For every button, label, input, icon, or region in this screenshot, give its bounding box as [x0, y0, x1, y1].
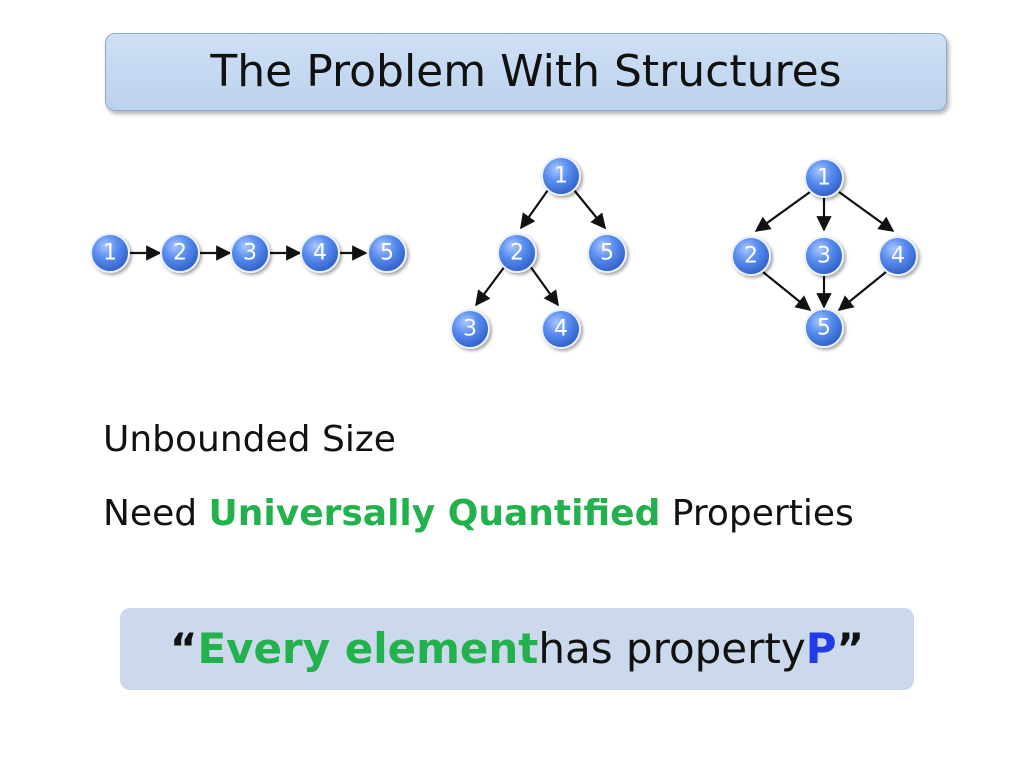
svg-text:2: 2	[510, 241, 524, 266]
list-node-3: 3	[230, 233, 270, 273]
quote-close-mark: ”	[836, 624, 865, 673]
tree-node-2: 2	[497, 233, 537, 273]
dag-edge-2-5	[762, 271, 812, 311]
dag-node-5: 5	[804, 308, 844, 348]
tree-edge-2-4	[529, 265, 559, 307]
bullet-unbounded-size: Unbounded Size	[103, 422, 396, 458]
svg-text:5: 5	[380, 241, 394, 266]
list-node-2: 2	[160, 233, 200, 273]
svg-text:3: 3	[817, 244, 831, 269]
quote-box: “Every element has property P”	[120, 608, 914, 690]
quote-middle: has property	[538, 624, 806, 673]
svg-text:2: 2	[173, 241, 187, 266]
tree-edge-1-2	[520, 189, 549, 230]
bullet-1-text: Unbounded Size	[103, 419, 396, 460]
svg-text:4: 4	[891, 244, 905, 269]
tree-node-5: 5	[587, 233, 627, 273]
dag-edge-1-2	[754, 191, 811, 232]
tree-edge-1-5	[573, 189, 606, 230]
bullet-2-suffix: Properties	[660, 493, 854, 534]
dag-node-1: 1	[804, 158, 844, 198]
svg-text:1: 1	[554, 164, 568, 189]
title-box: The Problem With Structures	[105, 33, 947, 111]
tree-edge-2-3	[475, 265, 506, 307]
dag-node-2: 2	[731, 236, 771, 276]
svg-text:5: 5	[600, 241, 614, 266]
svg-text:3: 3	[243, 241, 257, 266]
dag-node-4: 4	[878, 236, 918, 276]
quote-open-mark: “	[169, 624, 198, 673]
tree-node-4: 4	[541, 309, 581, 349]
structures-diagram: 1 2 3 4 5 1 2 5	[90, 156, 918, 349]
quote-highlight: Every element	[197, 624, 539, 673]
svg-text:2: 2	[744, 244, 758, 269]
slide-title: The Problem With Structures	[210, 46, 842, 97]
svg-text:1: 1	[817, 166, 831, 191]
list-node-4: 4	[300, 233, 340, 273]
bullet-2-prefix: Need	[103, 493, 209, 534]
tree-edges	[475, 189, 606, 307]
svg-text:5: 5	[817, 316, 831, 341]
quote-variable: P	[805, 624, 837, 673]
dag-node-3: 3	[804, 236, 844, 276]
tree-node-3: 3	[450, 309, 490, 349]
dag-edge-4-5	[837, 271, 887, 311]
bullet-universally-quantified: Need Universally Quantified Properties	[103, 496, 854, 532]
svg-text:4: 4	[313, 241, 327, 266]
list-node-1: 1	[90, 233, 130, 273]
svg-text:1: 1	[103, 241, 117, 266]
svg-text:4: 4	[554, 317, 568, 342]
list-node-5: 5	[367, 233, 407, 273]
bullet-2-highlight: Universally Quantified	[208, 493, 661, 534]
svg-text:3: 3	[463, 317, 477, 342]
dag-edges	[754, 191, 895, 311]
tree-node-1: 1	[541, 156, 581, 196]
dag-edge-1-4	[838, 191, 895, 232]
